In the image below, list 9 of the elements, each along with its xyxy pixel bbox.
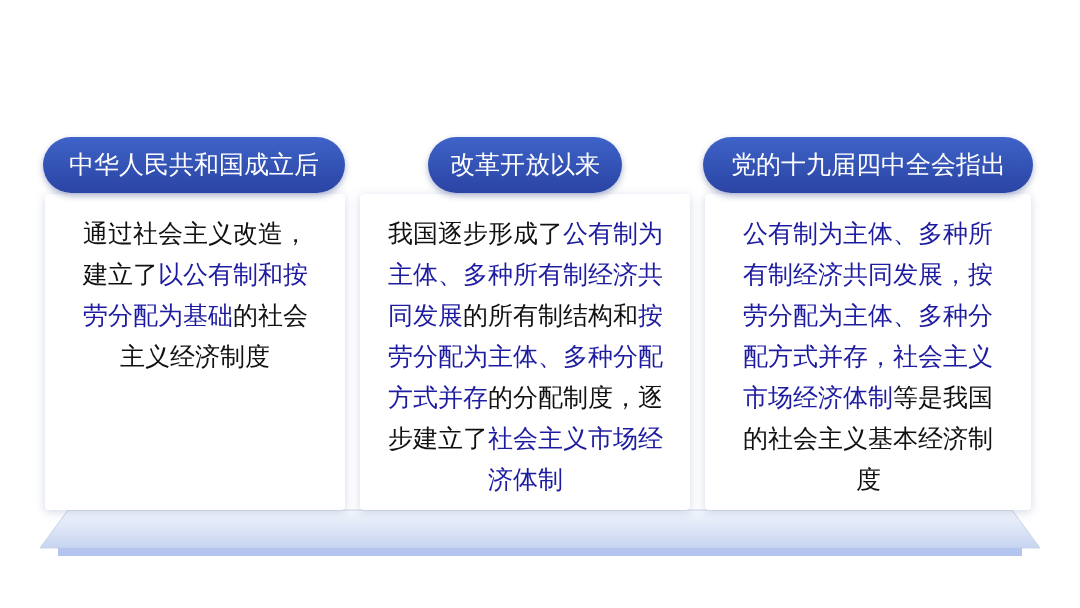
body-text: 公有制为主体、多种所有制经济共同发展，按劳分配为主体、多种分配方式并存，社会主义市场经济体制等是我国的社会主义基本经济制度 [743,218,993,495]
heading-pill: 党的十九届四中全会指出 [703,137,1033,193]
text-card [360,194,690,510]
body-text: 我国逐步形成了公有制为主体、多种所有制经济共同发展的所有制结构和按劳分配为主体、多种分配方式并存的分配制度，逐步建立了社会主义市场经济体制 [387,218,663,495]
heading-pill: 改革开放以来 [428,137,622,193]
body-text: 通过社会主义改造，建立了以公有制和按劳分配为基础的社会主义经济制度 [82,218,308,372]
text-card [45,194,345,510]
text-card [705,194,1031,510]
heading-pill: 中华人民共和国成立后 [43,137,345,193]
